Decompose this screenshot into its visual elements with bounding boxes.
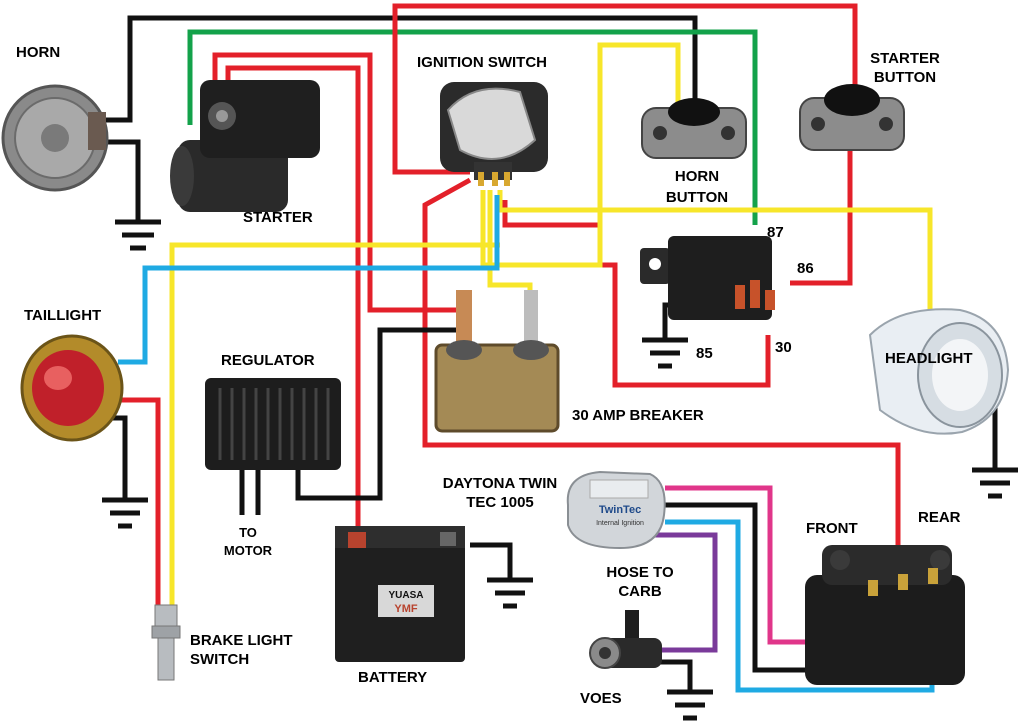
label-voes: VOES [580,690,622,707]
ground-symbol-battery [470,542,533,609]
ignition-coil-component [805,545,965,685]
label-starter-button-line1: STARTER [870,50,940,67]
labels: HORN STARTER IGNITION SWITCH HORN BUTTON… [16,44,973,707]
label-hose-line1: HOSE TO [606,564,674,581]
wire-yellow-headlight [497,190,933,320]
ground-symbol-horn [100,139,161,251]
label-twintec-line1: DAYTONA TWIN [443,475,557,492]
label-relay-30: 30 [775,339,792,356]
label-twintec-line2: TEC 1005 [466,494,534,511]
label-rear-coil: REAR [918,509,961,526]
wire-yellow-brake [169,242,500,610]
breaker-component [434,290,560,433]
brake-switch-component [151,604,181,681]
regulator-component [205,378,341,470]
starter-button-component [799,84,905,151]
wire-yellow-hornbtn [480,42,681,268]
label-front-coil: FRONT [806,520,858,537]
label-to-motor-line2: MOTOR [224,543,273,558]
label-horn-button-line1: HORN [675,168,719,185]
wire-black-horn [100,15,698,123]
label-relay-86: 86 [797,260,814,277]
wire-red-coil [422,177,901,580]
label-relay-87: 87 [767,224,784,241]
label-headlight: HEADLIGHT [885,350,973,367]
label-brake-line2: SWITCH [190,651,249,668]
label-taillight: TAILLIGHT [24,307,101,324]
wire-red-top [392,3,858,175]
label-hose-line2: CARB [618,583,661,600]
wire-red-30 [502,200,771,388]
ground-symbol-taillight [100,415,148,529]
twintec-sub-text: Internal Ignition [596,520,644,527]
label-brake-line1: BRAKE LIGHT [190,632,293,649]
battery-model-text: YMF [394,603,418,615]
taillight-component [20,334,124,442]
label-breaker: 30 AMP BREAKER [572,407,704,424]
label-horn: HORN [16,44,60,61]
headlight-component [868,308,1010,435]
voes-component [589,610,662,669]
label-horn-button-line2: BUTTON [666,189,728,206]
label-battery: BATTERY [358,669,427,686]
horn-button-component [641,98,747,159]
battery-brand-text: YUASA [388,590,423,601]
ground-symbol-voes [660,659,713,721]
starter-component [170,80,320,212]
wire-red-brake [120,397,161,610]
wire-red-starter-battery [212,52,460,313]
wire-black-regulator [295,327,465,501]
wire-blue-taillight [118,195,500,365]
label-ignition-switch: IGNITION SWITCH [417,54,547,71]
wire-red-starter-battery-2 [225,65,361,548]
label-regulator: REGULATOR [221,352,315,369]
horn-component [1,84,109,192]
twintec-brand-text: TwinTec [599,504,641,516]
label-starter-button-line2: BUTTON [874,69,936,86]
label-to-motor-line1: TO [239,525,257,540]
battery-component: YUASA YMF [335,526,465,662]
label-relay-85: 85 [696,345,713,362]
wire-green-starter-relay [187,29,758,225]
relay-component [640,236,775,320]
ignition-switch-component [440,82,548,186]
twintec-component: TwinTec Internal Ignition [566,470,666,550]
wire-purple [655,532,718,653]
label-starter: STARTER [243,209,313,226]
